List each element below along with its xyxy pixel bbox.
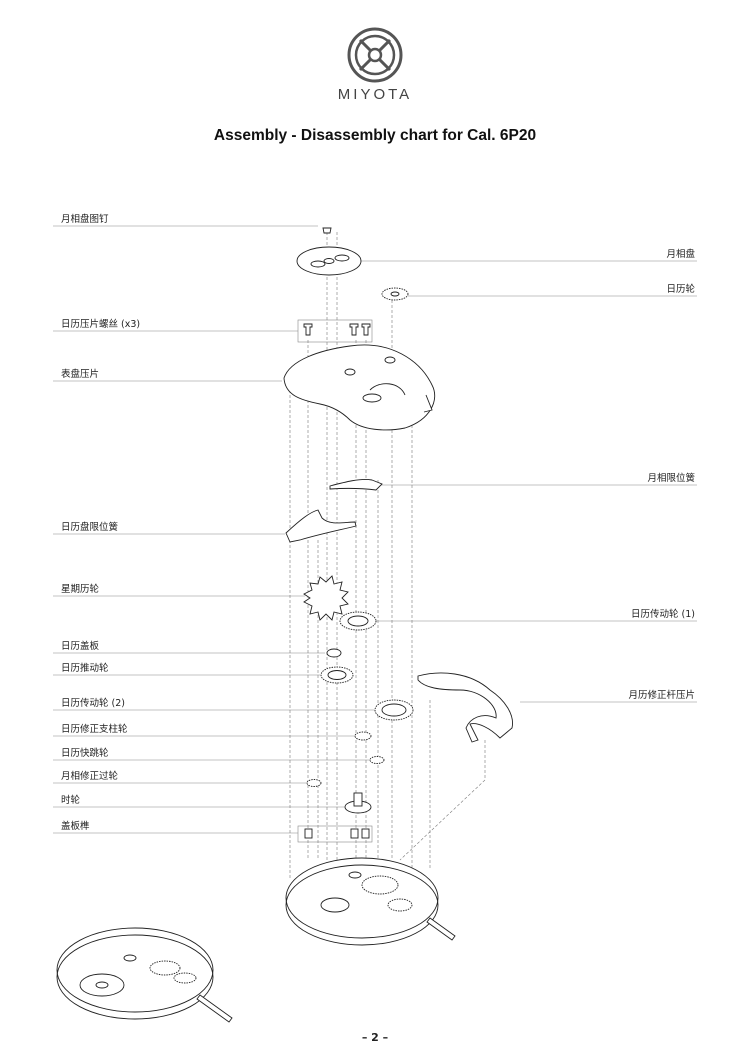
label-moon-phase-jumper: 月相限位簧	[647, 473, 695, 484]
label-correction-lever-plate: 月历修正杆压片	[628, 690, 695, 701]
page-title: Assembly - Disassembly chart for Cal. 6P…	[213, 127, 537, 144]
label-moon-phase-disk: 月相盘	[666, 249, 695, 260]
label-calendar-drive-wheel: 日历推动轮	[61, 663, 109, 674]
label-cover-posts: 盖板榫	[61, 821, 90, 832]
label-dial-plate: 表盘压片	[61, 369, 100, 380]
label-moon-correction-wheel: 月相修正过轮	[61, 771, 119, 782]
label-hour-wheel: 时轮	[61, 795, 81, 806]
brand-name: MIYOTA	[337, 86, 413, 103]
label-calendar-transfer-wheel-2: 日历传动轮 (2)	[61, 698, 125, 709]
label-date-wheel: 日历轮	[666, 284, 695, 295]
label-calendar-transfer-wheel-1: 日历传动轮 (1)	[631, 609, 695, 620]
label-day-star-wheel: 星期历轮	[61, 584, 100, 595]
label-calendar-plate-screws: 日历压片螺丝 (x3)	[61, 319, 141, 330]
label-moon-phase-pin: 月相盘图钉	[61, 214, 109, 225]
label-calendar-cover: 日历盖板	[61, 641, 100, 652]
label-correction-pillar-wheel: 日历修正支柱轮	[61, 724, 128, 735]
label-quick-jump-wheel: 日历快跳轮	[61, 748, 109, 759]
miyota-logo-icon	[347, 27, 403, 83]
page-number: – 2 –	[361, 1031, 389, 1044]
label-calendar-jumper: 日历盘限位簧	[61, 522, 119, 533]
